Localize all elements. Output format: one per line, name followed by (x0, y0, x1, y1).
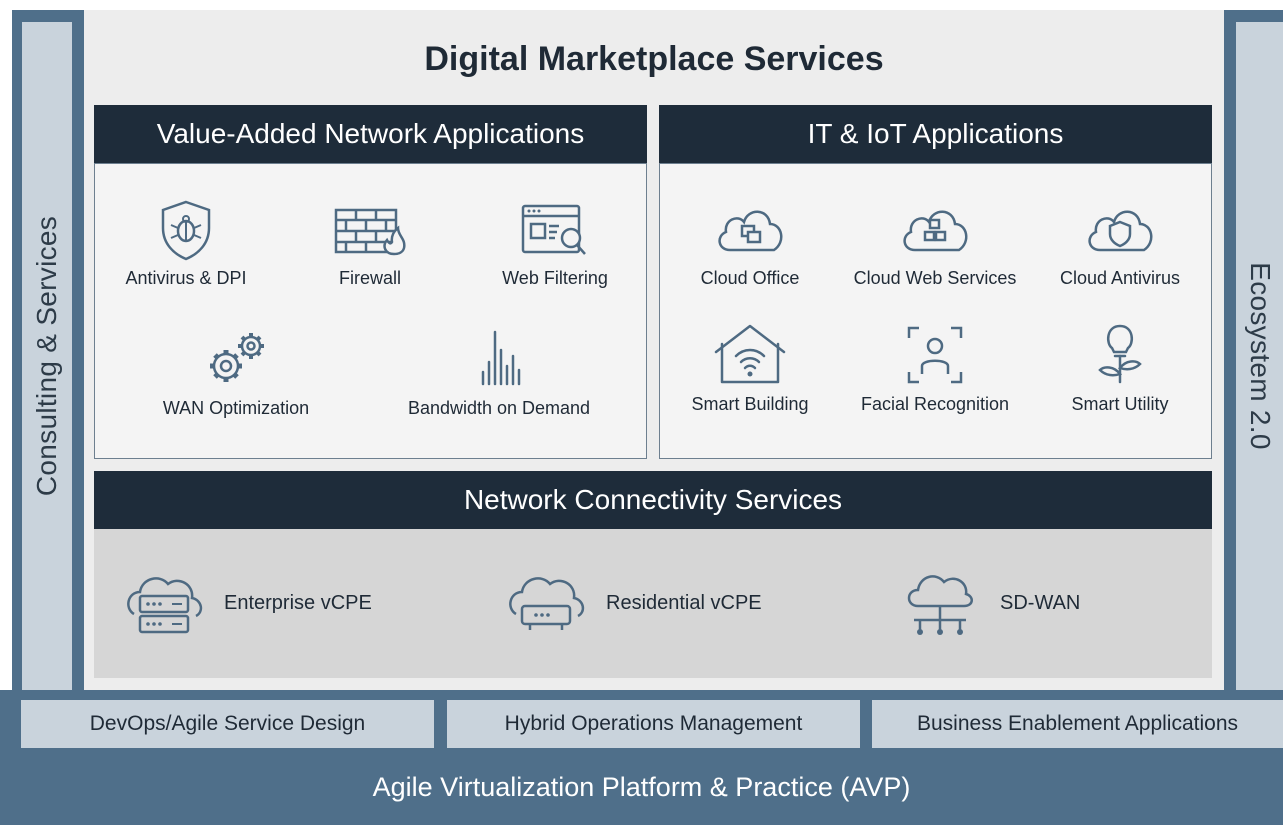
cloud-grid-icon (903, 210, 968, 252)
antivirus-dpi-item: Antivirus & DPI (96, 198, 276, 289)
right-pillar: Ecosystem 2.0 (1224, 10, 1283, 690)
smart-utility-item: Smart Utility (1040, 322, 1200, 415)
facial-recognition-item: Facial Recognition (840, 322, 1030, 415)
house-wifi-icon (714, 324, 786, 384)
platform-band: DevOps/Agile Service Design Hybrid Opera… (0, 690, 1283, 825)
bandwidth-on-demand-label: Bandwidth on Demand (407, 398, 591, 418)
cloud-office-item: Cloud Office (670, 198, 830, 289)
left-pillar-label: Consulting & Services (31, 215, 62, 497)
cloud-shield-icon (1088, 210, 1153, 252)
page-title: Digital Marketplace Services (424, 40, 884, 78)
shield-bug-icon (161, 200, 211, 261)
web-filtering-item: Web Filtering (470, 198, 640, 289)
wan-optimization-label: WAN Optimization (162, 398, 310, 418)
sd-wan-label: SD-WAN (1000, 591, 1081, 614)
firewall-label: Firewall (338, 268, 401, 288)
cloud-web-services-label: Cloud Web Services (853, 268, 1017, 288)
bulb-plant-icon (1098, 324, 1142, 384)
browser-search-icon (521, 204, 586, 255)
bandwidth-on-demand-item: Bandwidth on Demand (388, 326, 610, 419)
cloud-network-icon (907, 575, 973, 635)
gears-icon (210, 333, 264, 382)
right-pillar-label: Ecosystem 2.0 (1244, 262, 1276, 450)
value-added-box (94, 163, 647, 459)
web-filtering-label: Web Filtering (502, 268, 608, 288)
it-iot-header: IT & IoT Applications (659, 105, 1212, 163)
right-pillar-inner: Ecosystem 2.0 (1236, 22, 1283, 690)
smart-utility-label: Smart Utility (1071, 394, 1169, 414)
wan-optimization-item: WAN Optimization (136, 326, 336, 419)
cloud-office-label: Cloud Office (700, 268, 800, 288)
smart-building-item: Smart Building (670, 322, 830, 415)
cloud-server-icon (127, 577, 203, 634)
brick-wall-flame-icon (334, 208, 406, 256)
value-added-header: Value-Added Network Applications (94, 105, 647, 163)
platform-label: Agile Virtualization Platform & Practice… (372, 772, 911, 802)
business-enablement-pill: Business Enablement Applications (872, 700, 1283, 748)
cloud-office-icon (718, 210, 783, 252)
face-scan-icon (907, 326, 963, 384)
sd-wan-item: SD-WAN (900, 568, 1080, 638)
network-box (94, 529, 1212, 678)
cloud-web-services-item: Cloud Web Services (840, 198, 1030, 289)
smart-building-label: Smart Building (691, 394, 809, 414)
enterprise-vcpe-item: Enterprise vCPE (124, 568, 372, 638)
bandwidth-bars-icon (481, 330, 521, 386)
network-header: Network Connectivity Services (94, 471, 1212, 529)
firewall-item: Firewall (290, 198, 450, 289)
cloud-router-icon (509, 577, 585, 630)
devops-pill: DevOps/Agile Service Design (21, 700, 434, 748)
antivirus-dpi-label: Antivirus & DPI (125, 268, 247, 288)
residential-vcpe-item: Residential vCPE (506, 568, 762, 638)
cloud-antivirus-item: Cloud Antivirus (1040, 198, 1200, 289)
facial-recognition-label: Facial Recognition (860, 394, 1010, 414)
left-pillar: Consulting & Services (12, 10, 84, 690)
cloud-antivirus-label: Cloud Antivirus (1059, 268, 1181, 288)
left-pillar-inner: Consulting & Services (22, 22, 72, 690)
hybrid-ops-pill: Hybrid Operations Management (447, 700, 860, 748)
residential-vcpe-label: Residential vCPE (606, 591, 762, 614)
enterprise-vcpe-label: Enterprise vCPE (224, 591, 372, 614)
